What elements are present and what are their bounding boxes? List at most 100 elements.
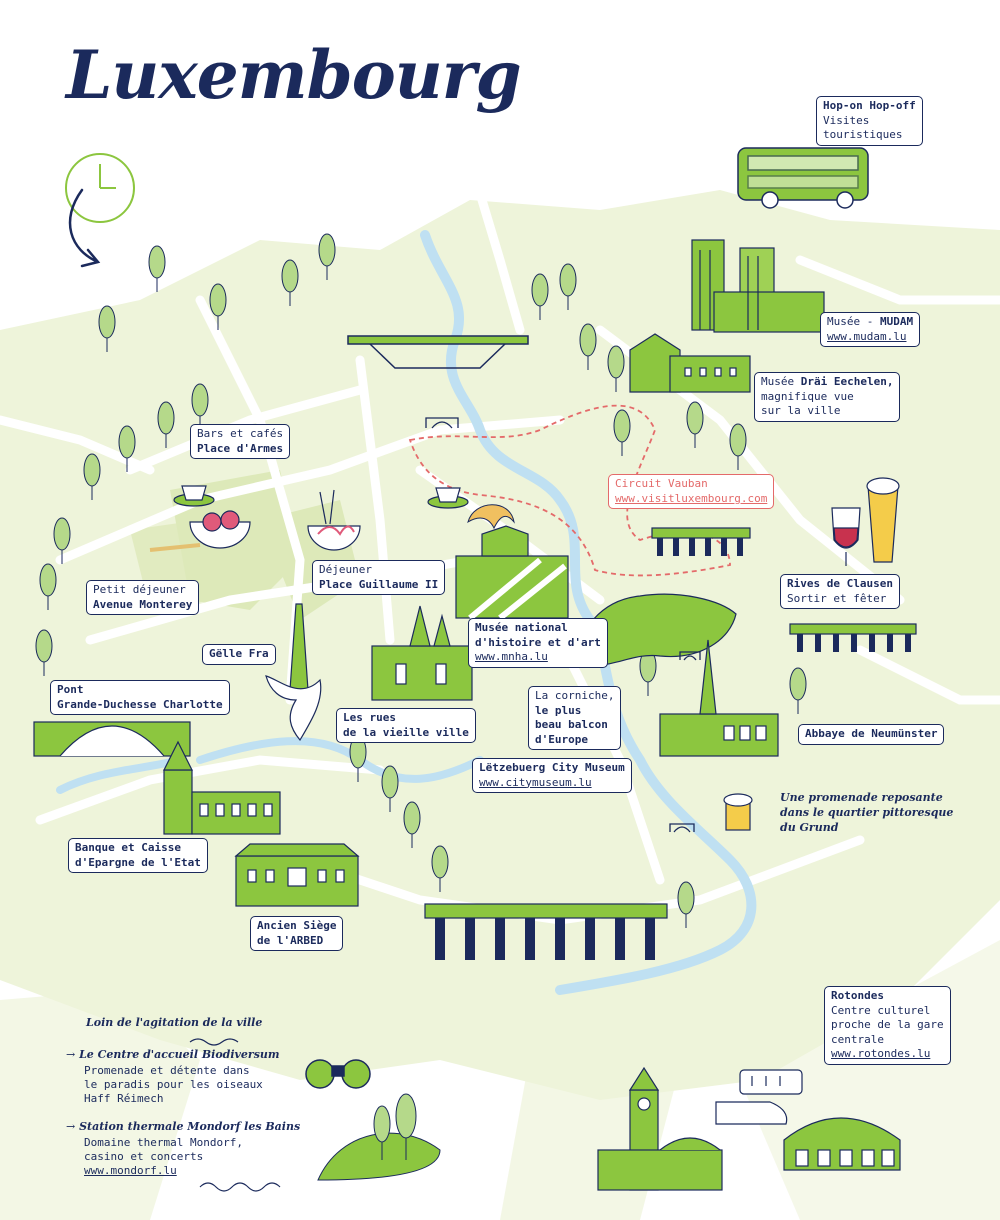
- viaduct-icon: [789, 623, 917, 652]
- noodle-bowl-icon: [307, 489, 361, 551]
- label-text: Musée: [761, 375, 801, 388]
- nature-reserve-icon: [317, 1093, 441, 1181]
- mudam-building-icon: [691, 239, 825, 333]
- label-rues-vieille-ville[interactable]: Les rues de la vieille ville: [336, 708, 476, 743]
- label-line: dans le quartier pittoresque: [780, 806, 954, 819]
- label-url[interactable]: www.citymuseum.lu: [479, 775, 592, 789]
- description-line: Haff Réimech: [84, 1092, 164, 1105]
- wine-glass-icon: [831, 507, 861, 566]
- arrow-right-icon: →: [66, 1048, 76, 1061]
- label-city-museum[interactable]: Lëtzebuerg City Museum www.citymuseum.lu: [472, 758, 632, 793]
- wave-decoration: [189, 1038, 281, 1192]
- tree-icon: [53, 517, 71, 564]
- label-line: Musée - MUDAM: [827, 315, 913, 330]
- label-line: sur la ville: [761, 404, 841, 417]
- label-line: Place Guillaume II: [319, 577, 439, 591]
- biodiversum-title-text: Le Centre d'accueil Biodiversum: [79, 1048, 280, 1061]
- label-grund-promenade: Une promenade reposante dans le quartier…: [780, 790, 953, 835]
- label-line: Hop-on Hop-off: [823, 99, 916, 112]
- tree-icon: [281, 259, 299, 306]
- tree-icon: [191, 383, 209, 430]
- label-corniche[interactable]: La corniche, le plus beau balcon d'Europ…: [528, 686, 622, 750]
- label-banque-etat[interactable]: Banque et Caisse d'Epargne de l'Etat: [68, 838, 208, 873]
- mondorf-title: → Station thermale Mondorf les Bains: [66, 1120, 300, 1133]
- label-text: MUDAM: [879, 315, 914, 328]
- arrow-down-icon: [68, 188, 101, 268]
- trees: [35, 233, 807, 928]
- label-line: Grande-Duchesse Charlotte: [57, 697, 223, 711]
- mondorf-title-text: Station thermale Mondorf les Bains: [79, 1120, 301, 1133]
- coffee-cup-icon: [173, 485, 215, 507]
- tree-icon: [157, 401, 175, 448]
- tree-icon: [35, 629, 53, 676]
- label-line: Gëlle Fra: [209, 647, 269, 660]
- bus-icon: [739, 1069, 803, 1095]
- label-url[interactable]: www.rotondes.lu: [831, 1047, 931, 1060]
- label-circuit-vauban[interactable]: Circuit Vauban www.visitluxembourg.com: [608, 474, 775, 509]
- label-drai-eechelen[interactable]: Musée Dräi Eechelen, magnifique vue sur …: [754, 372, 901, 422]
- label-rotondes[interactable]: Rotondes Centre culturel proche de la ga…: [824, 986, 951, 1065]
- label-line: Rotondes: [831, 989, 884, 1002]
- tree-icon: [579, 323, 597, 370]
- description-line: Domaine thermal Mondorf,: [84, 1136, 243, 1149]
- label-line: touristiques: [823, 128, 903, 141]
- label-rives-de-clausen[interactable]: Rives de Clausen Sortir et fêter: [780, 574, 900, 609]
- tree-icon: [677, 881, 695, 928]
- label-line: magnifique vue: [761, 389, 854, 403]
- label-line: Musée Dräi Eechelen,: [761, 375, 893, 390]
- label-url[interactable]: www.mnha.lu: [475, 650, 548, 663]
- label-text: Musée -: [827, 315, 880, 328]
- label-line: Déjeuner: [319, 563, 372, 576]
- label-line: Une promenade reposante: [780, 791, 943, 804]
- mondorf-url[interactable]: www.mondorf.lu: [84, 1164, 177, 1177]
- tree-icon: [98, 305, 116, 352]
- label-mnha[interactable]: Musée national d'histoire et d'art www.m…: [468, 618, 608, 668]
- page-title: Luxembourg: [66, 36, 522, 114]
- label-line: Lëtzebuerg City Museum: [479, 761, 625, 774]
- train-station-icon: [597, 1066, 723, 1191]
- label-line: Bars et cafés: [197, 427, 284, 440]
- corniche-rock-icon: [571, 593, 737, 667]
- grand-viaduct-icon: [424, 903, 668, 960]
- tree-icon: [607, 345, 625, 392]
- label-line: Les rues: [343, 711, 396, 724]
- tree-icon: [789, 667, 807, 714]
- label-arbed[interactable]: Ancien Siège de l'ARBED: [250, 916, 344, 951]
- beer-mug-icon: [723, 793, 753, 831]
- label-abbaye-neumunster[interactable]: Abbaye de Neumünster: [798, 724, 945, 745]
- label-gelle-fra[interactable]: Gëlle Fra: [202, 644, 276, 665]
- label-line: Musée national: [475, 621, 568, 634]
- gelle-fra-monument-icon: [265, 603, 322, 742]
- tree-icon: [381, 765, 399, 812]
- train-icon: [715, 1101, 788, 1125]
- tree-icon: [118, 425, 136, 472]
- label-url[interactable]: www.visitluxembourg.com: [615, 491, 768, 505]
- tree-icon: [531, 273, 549, 320]
- label-url[interactable]: www.mudam.lu: [827, 329, 907, 343]
- label-line: Circuit Vauban: [615, 477, 708, 490]
- description-line: casino et concerts: [84, 1150, 204, 1163]
- croissant-icon: [467, 504, 515, 530]
- label-bars-cafes[interactable]: Bars et cafés Place d'Armes: [190, 424, 291, 459]
- cathedral-icon: [371, 605, 473, 701]
- tree-icon: [318, 233, 336, 280]
- label-hop-on-hop-off[interactable]: Hop-on Hop-off Visites touristiques: [816, 96, 923, 146]
- label-line: de l'ARBED: [257, 933, 324, 947]
- viaduct-icon: [651, 527, 751, 556]
- label-line: d'Europe: [535, 732, 588, 746]
- label-line: du Grund: [780, 821, 839, 834]
- label-mudam[interactable]: Musée - MUDAM www.mudam.lu: [820, 312, 921, 347]
- label-pont-grande-duchesse[interactable]: Pont Grande-Duchesse Charlotte: [50, 680, 230, 715]
- binoculars-icon: [305, 1059, 371, 1089]
- label-line: Abbaye de Neumünster: [805, 727, 938, 740]
- tree-icon: [83, 453, 101, 500]
- loin-heading: Loin de l'agitation de la ville: [86, 1016, 263, 1029]
- label-line: La corniche,: [535, 689, 615, 702]
- label-line: d'Epargne de l'Etat: [75, 855, 201, 869]
- neumunster-abbey-icon: [659, 639, 779, 757]
- label-petit-dejeuner[interactable]: Petit déjeuner Avenue Monterey: [86, 580, 200, 615]
- label-dejeuner[interactable]: Déjeuner Place Guillaume II: [312, 560, 446, 595]
- mnha-building-icon: [455, 525, 569, 621]
- label-line: beau balcon: [535, 718, 608, 731]
- label-line: d'histoire et d'art: [475, 635, 601, 649]
